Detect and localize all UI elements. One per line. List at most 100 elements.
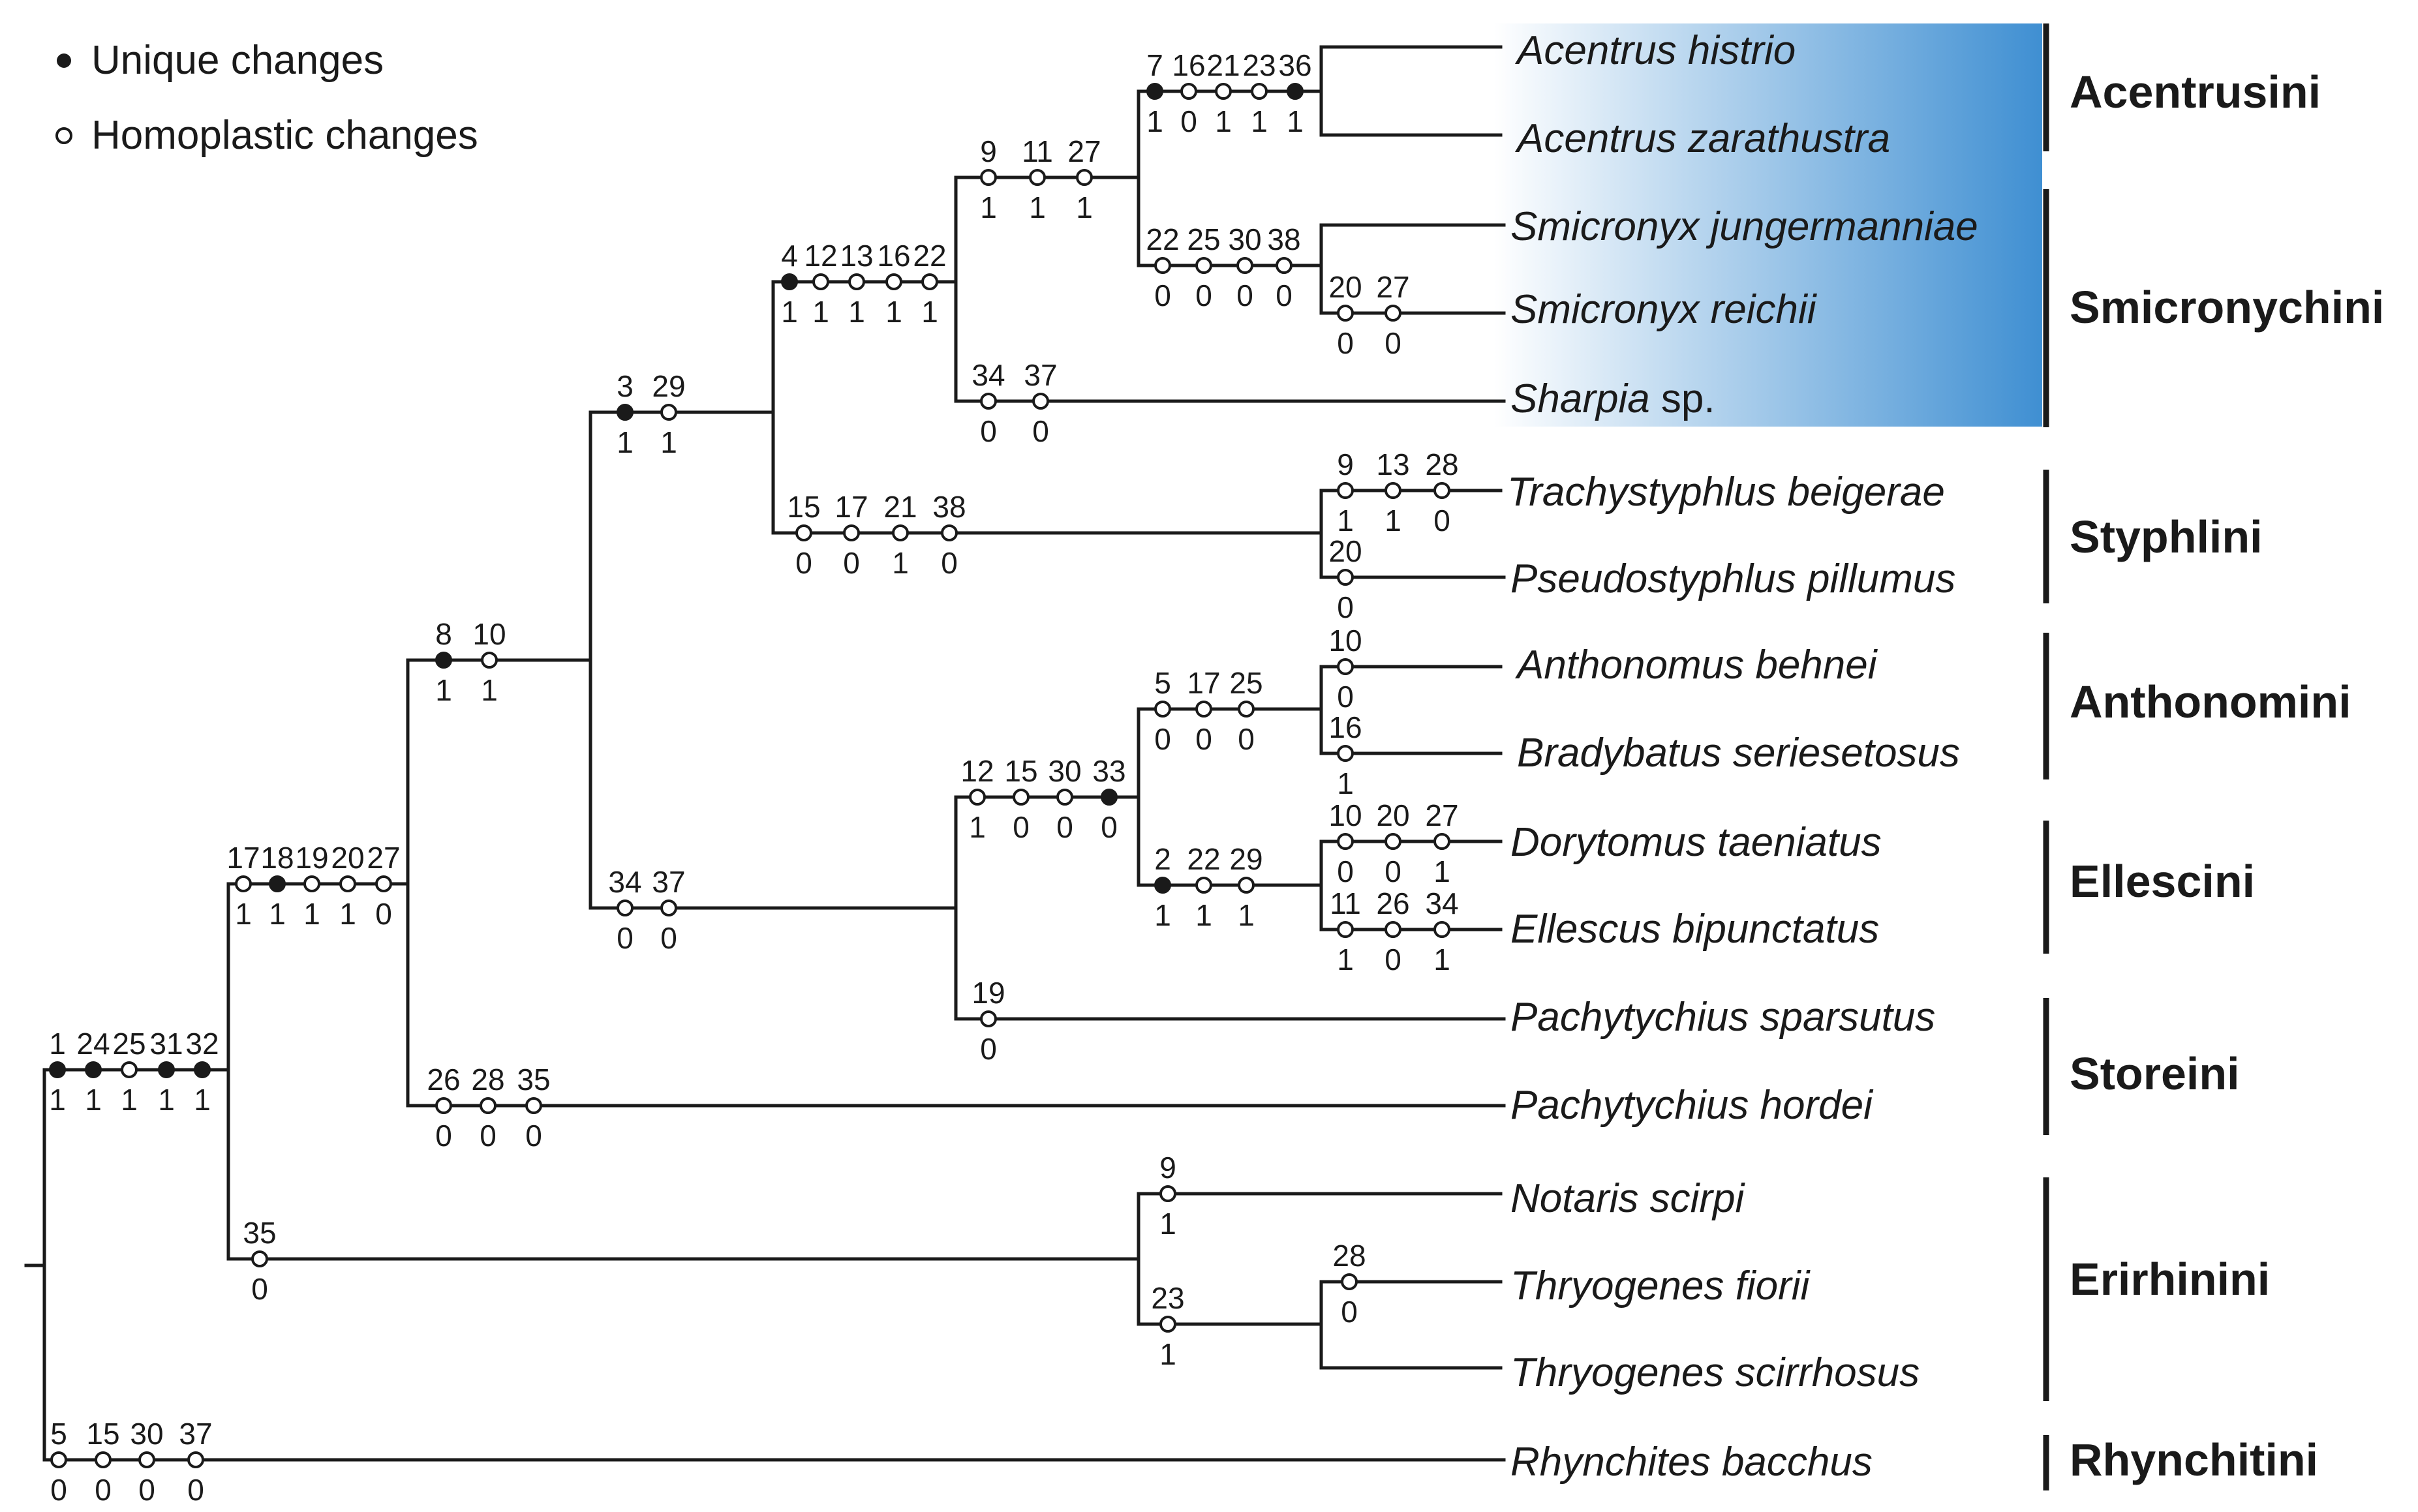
unique-change-marker bbox=[781, 273, 798, 290]
character-state-label: 0 bbox=[1433, 504, 1450, 537]
taxon-label: Anthonomus behnei bbox=[1514, 643, 1878, 688]
homoplastic-change-marker bbox=[1236, 257, 1253, 274]
character-number-label: 22 bbox=[1146, 222, 1179, 256]
taxon-label: Bradybatus seriesetosus bbox=[1517, 731, 1960, 776]
character-number-label: 27 bbox=[367, 841, 400, 875]
character-state-label: 1 bbox=[1337, 766, 1354, 800]
homoplastic-change-marker bbox=[617, 900, 634, 916]
taxon-label: Thryogenes fiorii bbox=[1510, 1263, 1811, 1308]
character-number-label: 17 bbox=[226, 841, 260, 875]
character-number-label: 17 bbox=[834, 490, 868, 524]
homoplastic-change-marker bbox=[1238, 701, 1255, 718]
character-state-label: 1 bbox=[481, 673, 498, 707]
character-state-label: 1 bbox=[1287, 104, 1304, 138]
character-number-label: 25 bbox=[1229, 666, 1263, 700]
character-number-label: 34 bbox=[972, 358, 1005, 392]
branch-changes-fiorii: 280 bbox=[1332, 1239, 1366, 1329]
character-number-label: 10 bbox=[1328, 798, 1362, 832]
homoplastic-change-marker bbox=[1337, 305, 1354, 322]
character-state-label: 0 bbox=[375, 897, 392, 931]
homoplastic-change-marker bbox=[1159, 1185, 1176, 1202]
character-state-label: 1 bbox=[892, 546, 909, 580]
character-number-label: 38 bbox=[1267, 222, 1300, 256]
taxon-label: Pachytychius sparsutus bbox=[1510, 995, 1935, 1040]
character-number-label: 5 bbox=[1154, 666, 1171, 700]
character-state-label: 1 bbox=[49, 1083, 66, 1117]
character-number-label: 25 bbox=[1187, 222, 1220, 256]
homoplastic-change-marker bbox=[1154, 257, 1171, 274]
character-state-label: 0 bbox=[1154, 722, 1171, 756]
unique-change-marker bbox=[158, 1061, 175, 1078]
character-state-label: 1 bbox=[1154, 898, 1171, 932]
tribe-label: Rhynchitini bbox=[2070, 1434, 2318, 1485]
homoplastic-change-marker bbox=[660, 900, 677, 916]
character-state-label: 0 bbox=[1236, 279, 1253, 312]
character-state-label: 1 bbox=[617, 425, 634, 459]
character-state-label: 0 bbox=[1195, 279, 1212, 312]
character-number-label: 20 bbox=[1376, 798, 1409, 832]
homoplastic-change-marker bbox=[138, 1451, 155, 1468]
character-state-label: 1 bbox=[1195, 898, 1212, 932]
homoplastic-change-marker bbox=[525, 1097, 542, 1114]
homoplastic-change-marker bbox=[843, 524, 860, 541]
branch-changes-anthonomus: 100 bbox=[1328, 624, 1362, 714]
taxon-label: Pachytychius hordei bbox=[1510, 1083, 1874, 1128]
character-state-label: 0 bbox=[1195, 722, 1212, 756]
unique-change-marker bbox=[1146, 83, 1163, 100]
character-state-label: 0 bbox=[480, 1119, 497, 1153]
homoplastic-change-marker bbox=[980, 393, 997, 410]
taxon-label: Smicronyx reichii bbox=[1510, 287, 1818, 332]
character-state-label: 1 bbox=[660, 425, 677, 459]
homoplastic-change-marker bbox=[795, 524, 812, 541]
character-number-label: 15 bbox=[787, 490, 820, 524]
unique-change-marker bbox=[435, 652, 452, 669]
taxon-label: Acentrus histrio bbox=[1514, 28, 1796, 73]
character-state-label: 0 bbox=[1032, 414, 1049, 448]
homoplastic-change-marker bbox=[339, 875, 356, 892]
character-state-label: 0 bbox=[795, 546, 812, 580]
character-number-label: 31 bbox=[149, 1027, 183, 1061]
taxon-label: Trachystyphlus beigerae bbox=[1507, 470, 1945, 515]
homoplastic-change-marker bbox=[435, 1097, 452, 1114]
character-state-label: 1 bbox=[85, 1083, 102, 1117]
homoplastic-change-marker bbox=[1029, 169, 1046, 186]
character-state-label: 1 bbox=[158, 1083, 175, 1117]
tribe-label: Acentrusini bbox=[2070, 67, 2321, 117]
character-number-label: 13 bbox=[840, 239, 873, 273]
unique-change-marker bbox=[194, 1061, 211, 1078]
character-state-label: 1 bbox=[1433, 943, 1450, 976]
character-state-label: 1 bbox=[1238, 898, 1255, 932]
taxon-labels: Acentrus histrio Acentrus zarathustra Sm… bbox=[1507, 28, 1978, 1485]
character-state-label: 1 bbox=[235, 897, 252, 931]
homoplastic-change-marker bbox=[1385, 921, 1401, 938]
character-number-label: 19 bbox=[295, 841, 328, 875]
character-number-label: 21 bbox=[1206, 48, 1240, 82]
tribe-label: Anthonomini bbox=[2070, 676, 2351, 727]
homoplastic-change-marker bbox=[1433, 833, 1450, 850]
character-number-label: 4 bbox=[781, 239, 798, 273]
unique-change-marker bbox=[269, 875, 286, 892]
unique-change-marker bbox=[49, 1061, 66, 1078]
homoplastic-change-marker bbox=[1056, 789, 1073, 806]
tribe-label: Smicronychini bbox=[2070, 282, 2384, 333]
character-state-label: 1 bbox=[339, 897, 356, 931]
legend-homoplastic-label: Homoplastic changes bbox=[91, 113, 478, 158]
character-number-label: 26 bbox=[427, 1063, 460, 1096]
character-number-label: 24 bbox=[76, 1027, 110, 1061]
homoplastic-change-marker bbox=[980, 169, 997, 186]
character-state-label: 0 bbox=[1238, 722, 1255, 756]
character-state-label: 1 bbox=[781, 295, 798, 329]
branch-changes-bradybatus: 161 bbox=[1328, 710, 1362, 800]
unique-change-marker-icon bbox=[57, 53, 71, 68]
character-number-label: 27 bbox=[1376, 270, 1409, 304]
unique-change-marker bbox=[1154, 877, 1171, 894]
character-number-label: 38 bbox=[932, 490, 966, 524]
character-state-label: 1 bbox=[194, 1083, 211, 1117]
character-number-label: 20 bbox=[1328, 534, 1362, 568]
